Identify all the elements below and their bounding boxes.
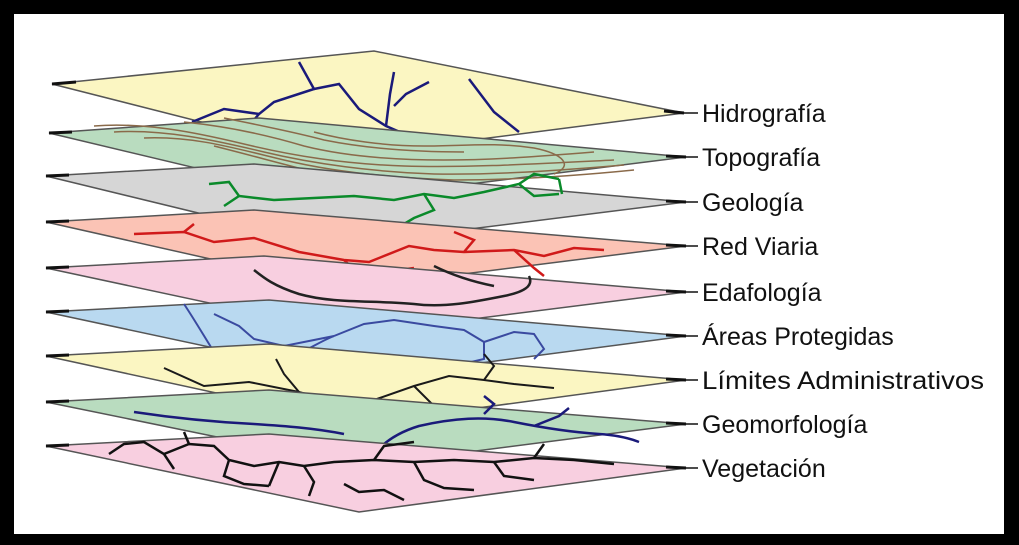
label-red-viaria: Red Viaria — [702, 233, 818, 261]
label-vegetacion: Vegetación — [702, 455, 826, 483]
label-topografia: Topografía — [702, 144, 820, 172]
diagram-canvas: Hidrografía Topografía — [14, 14, 1004, 534]
label-edafologia: Edafología — [702, 279, 822, 307]
label-geomorfologia: Geomorfología — [702, 411, 867, 439]
gis-layers-diagram: Hidrografía Topografía — [14, 14, 1004, 534]
label-geologia: Geología — [702, 189, 804, 217]
layer-plane-vegetacion — [46, 434, 686, 512]
label-areas-protegidas: Áreas Protegidas — [702, 322, 894, 351]
label-limites-administrativos: Límites Administrativos — [702, 367, 984, 395]
label-hidrografia: Hidrografía — [702, 100, 826, 128]
